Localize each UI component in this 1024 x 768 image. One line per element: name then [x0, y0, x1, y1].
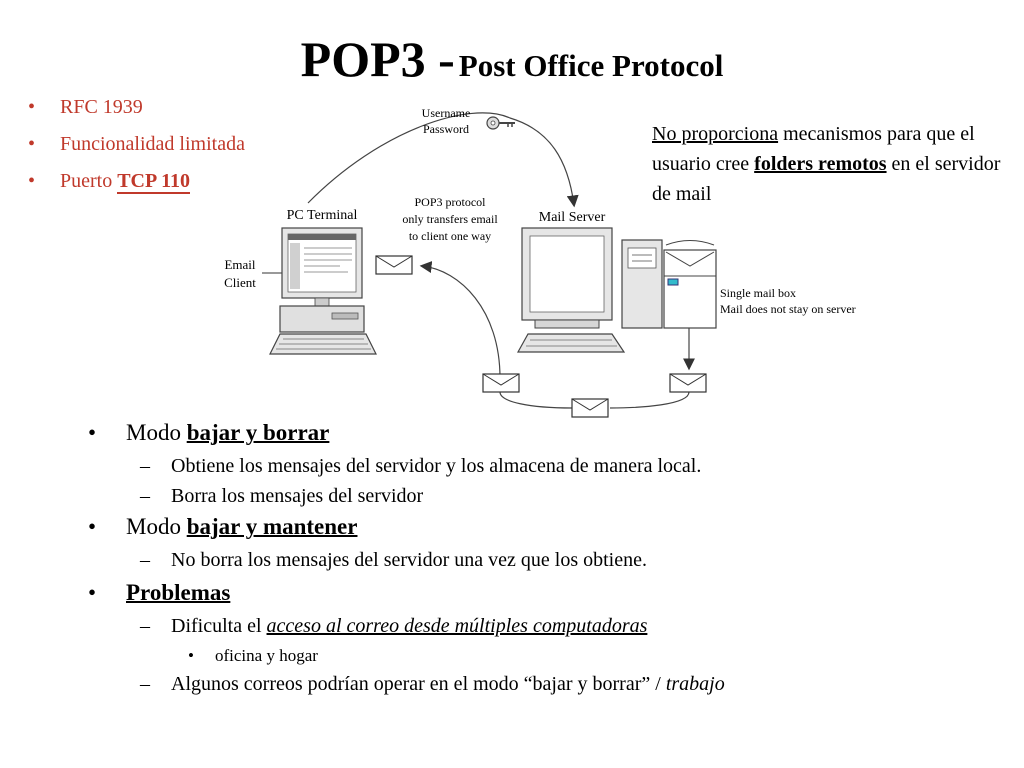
return-arrow: [419, 261, 501, 379]
folders-note: No proporciona mecanismos para que el us…: [652, 119, 1012, 209]
dash: –: [140, 455, 150, 477]
bullet-dot: •: [88, 420, 97, 445]
key-icon: [486, 116, 515, 130]
envelope-icon: [482, 373, 520, 393]
bullet-dot: •: [88, 514, 97, 539]
bullet-text: Funcionalidad limitada: [60, 133, 245, 155]
credentials-arrow: [307, 112, 579, 208]
mailbox-icon: [663, 240, 717, 329]
bullet-text: Modo bajar y borrar: [126, 420, 329, 446]
envelope-icon: [571, 398, 609, 418]
bullet-dot: •: [28, 133, 36, 155]
envelope-icon: [375, 255, 413, 275]
port-value: TCP 110: [117, 170, 191, 194]
bullet-text: Puerto TCP 110: [60, 170, 191, 194]
mailbox-note-1: Single mail box: [720, 286, 796, 300]
sub-bullet-text: Borra los mensajes del servidor: [171, 485, 424, 507]
pop3-note-2: only transfers email: [402, 212, 498, 226]
note-part1: mecanismos para que el usuario cree: [652, 123, 975, 175]
bullet-dot: •: [28, 170, 36, 192]
mailbox-note-2: Mail does not stay on server: [720, 302, 856, 316]
sub-sub-bullet-text: oficina y hogar: [215, 646, 318, 665]
mode1-bold: bajar y borrar: [186, 420, 330, 445]
bullet-text: Problemas: [126, 580, 230, 606]
sub-bullet-text: Dificulta el acceso al correo desde múlt…: [171, 615, 647, 638]
note-bold: folders remotos: [754, 153, 887, 175]
prob1-prefix: Dificulta el: [171, 615, 262, 637]
username-label: Username: [422, 106, 471, 120]
pc-terminal-label: PC Terminal: [287, 208, 358, 223]
note-underlined: No proporciona: [652, 123, 779, 145]
bullet-dot: •: [188, 646, 194, 665]
sub-bullet-text: No borra los mensajes del servidor una v…: [171, 549, 647, 571]
note-part2: en el servidor de mail: [652, 153, 1001, 205]
sub-bullet-text: Algunos correos podrían operar en el mod…: [171, 673, 725, 696]
problems-label: Problemas: [126, 580, 231, 605]
bullet-text: Modo bajar y mantener: [126, 514, 357, 540]
slide-title: POP3 - Post Office Protocol: [0, 30, 1024, 88]
mail-server-icon: [516, 227, 663, 353]
mail-server-label: Mail Server: [539, 210, 606, 225]
prob2-emphasis: trabajo: [665, 673, 725, 695]
dash: –: [140, 673, 150, 695]
password-label: Password: [423, 122, 469, 136]
pc-terminal-icon: [269, 227, 377, 355]
mode1-prefix: Modo: [126, 420, 181, 445]
email-client-label-2: Client: [224, 275, 256, 290]
prob1-emphasis: acceso al correo desde múltiples computa…: [266, 615, 648, 637]
pop3-diagram: Username Password PC Terminal Mail Serve…: [224, 106, 856, 418]
envelope-icon: [669, 373, 707, 393]
loop-left: [499, 391, 573, 409]
title-main: POP3 -: [300, 31, 455, 87]
mode2-bold: bajar y mantener: [186, 514, 358, 539]
dash: –: [140, 485, 150, 507]
port-prefix: Puerto: [60, 170, 113, 192]
email-client-label-1: Email: [224, 257, 255, 272]
loop-right: [609, 391, 690, 409]
pop3-note-3: to client one way: [409, 229, 491, 243]
mode2-prefix: Modo: [126, 514, 181, 539]
dash: –: [140, 549, 150, 571]
bullet-dot: •: [88, 580, 97, 605]
sub-bullet-text: Obtiene los mensajes del servidor y los …: [171, 455, 702, 477]
bullet-dot: •: [28, 96, 36, 118]
bullet-text: RFC 1939: [60, 96, 143, 118]
dash: –: [140, 615, 150, 637]
prob2-prefix: Algunos correos podrían operar en el mod…: [171, 673, 661, 695]
pop3-note-1: POP3 protocol: [414, 195, 486, 209]
title-sub: Post Office Protocol: [458, 48, 724, 83]
